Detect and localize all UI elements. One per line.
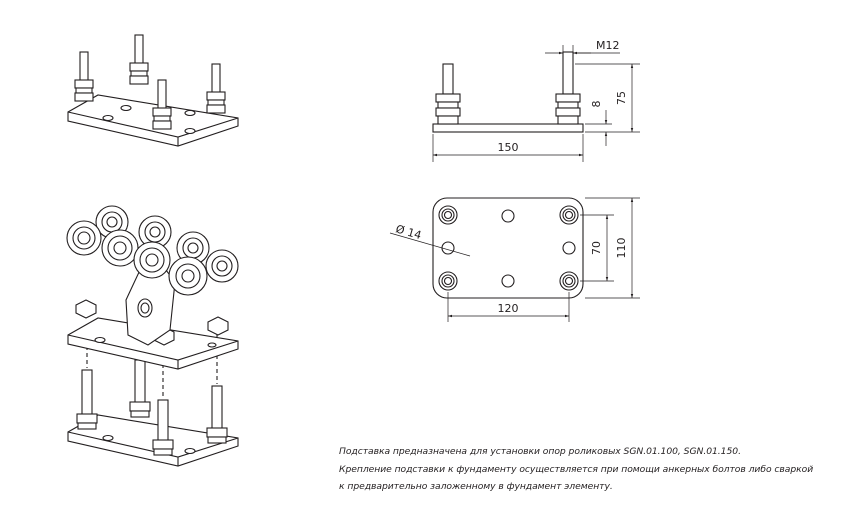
description-line-1: Подставка предназначена для установки оп… (339, 446, 741, 457)
roller-front-right-back (205, 249, 239, 283)
dim-thread: M12 (596, 39, 620, 52)
isometric-base-plate (67, 34, 239, 147)
dim-hole-diameter: Ø 14 (394, 222, 423, 242)
dim-plate-depth: 110 (615, 238, 628, 259)
dim-bolt-spacing-y: 70 (590, 241, 603, 255)
iso-bolt-2 (129, 34, 149, 85)
roller-front-center (133, 241, 171, 279)
dim-width-side: 150 (498, 141, 519, 154)
dim-bolt-spacing-x: 120 (498, 302, 519, 315)
description-line-2: Крепление подставки к фундаменту осущест… (339, 463, 814, 475)
dim-plate-thickness: 8 (590, 101, 603, 108)
iso-bolt-1 (74, 51, 94, 102)
side-view (432, 45, 640, 162)
roller-right-back (176, 231, 210, 265)
roller-front-right (168, 256, 208, 296)
description-text: Подставка предназначена для установки оп… (339, 443, 854, 496)
roller-back-right (138, 215, 172, 249)
dim-height-total: 75 (615, 91, 628, 105)
iso-bolt-3 (206, 63, 226, 114)
top-view (389, 197, 640, 322)
exploded-assembly (66, 205, 239, 467)
iso-bolt-4 (152, 79, 172, 130)
roller-mid-center (101, 229, 139, 267)
roller-mid-left (66, 220, 102, 256)
description-line-3: к предварительно заложенному в фундамент… (339, 481, 613, 492)
